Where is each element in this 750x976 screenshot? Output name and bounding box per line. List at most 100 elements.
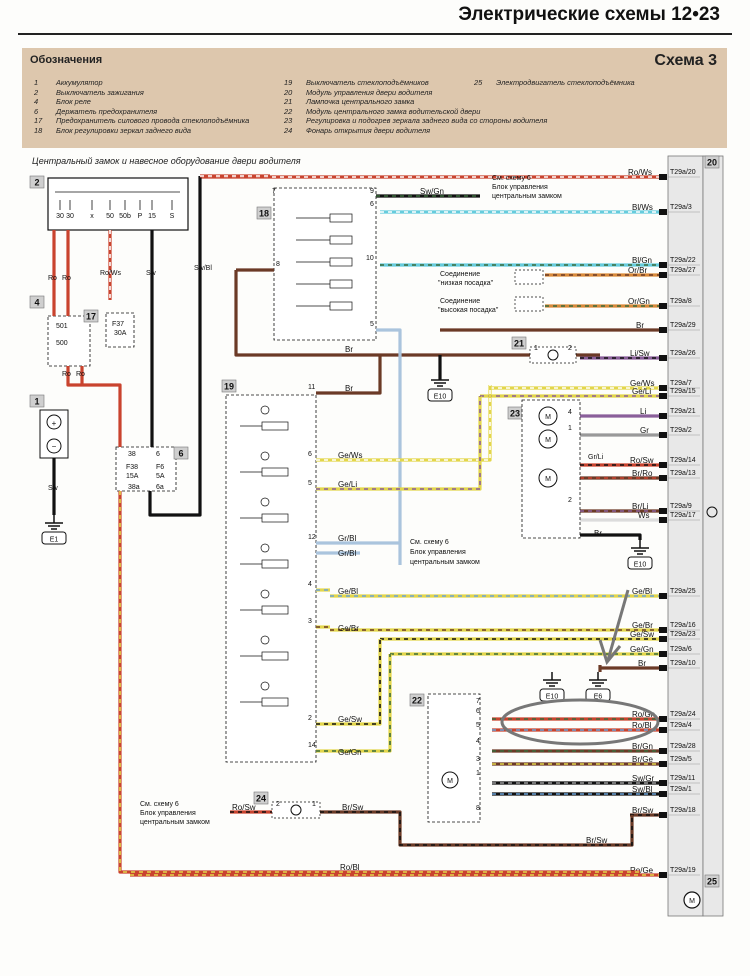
- legend-item-text: Электродвигатель стеклоподъёмника: [496, 78, 635, 87]
- connector-plug: [659, 665, 667, 671]
- mirror-contact: [329, 235, 353, 245]
- badge-20: [704, 155, 720, 169]
- pin-label: 4: [476, 738, 480, 745]
- wire-color-label: Ge/Ws: [630, 379, 654, 388]
- wire-label: Ge/Bl: [338, 587, 358, 596]
- connector-pin-label: T29a/14: [670, 457, 696, 464]
- wire-color-label: Sw/Bl: [632, 785, 653, 794]
- legend-item-number: 1: [34, 78, 39, 87]
- legend-item-text: Выключатель стеклоподъёмников: [306, 78, 429, 87]
- legend-item-text: Модуль центрального замка водительской д…: [306, 106, 481, 116]
- lamp-21-icon: [547, 349, 559, 361]
- connector-plug: [659, 780, 667, 786]
- pin-label: 1: [312, 801, 316, 808]
- wire-color-label: Ro/Gn: [632, 710, 655, 719]
- wire-color-label: Ro/Ge: [630, 866, 654, 875]
- badge-21: [511, 336, 527, 350]
- annotation-arrow-head: [598, 639, 622, 666]
- badge-17: [83, 309, 99, 323]
- wire-label: Ro: [48, 275, 57, 282]
- note-1-line2: Блок управления: [492, 184, 548, 191]
- connector-plug: [659, 209, 667, 215]
- badge-2: [29, 175, 45, 189]
- pin-label: 5: [370, 321, 374, 328]
- lamp-21-box: [529, 346, 577, 364]
- connector-plug: [659, 475, 667, 481]
- connector-pin-label: T29a/22: [670, 257, 696, 264]
- note-2-line2: Блок управления: [410, 549, 466, 556]
- pin-label: 12: [308, 534, 316, 541]
- connector-pin-label: T29a/8: [670, 298, 692, 305]
- diagram-subtitle: Центральный замок и навесное оборудовани…: [32, 156, 301, 166]
- wire-color-label: Ge/Li: [632, 387, 651, 396]
- note-3-line2: Блок управления: [140, 810, 196, 817]
- note-3-line3: центральным замком: [140, 819, 210, 826]
- connector-plug: [659, 327, 667, 333]
- connector-pin-label: T29a/3: [670, 204, 692, 211]
- pin-label: 6: [476, 708, 480, 715]
- window-switch-19: [225, 394, 317, 763]
- legend-item-text: Модуль управления двери водителя: [306, 87, 433, 97]
- pin-label: 4: [568, 409, 572, 416]
- badge-6: [173, 446, 189, 460]
- connector-pin-label: T29a/17: [670, 512, 696, 519]
- connector-pin-label: T29a/10: [670, 660, 696, 667]
- connector-plug: [659, 791, 667, 797]
- connector-plug: [659, 748, 667, 754]
- lamp-24-box: [271, 801, 321, 819]
- pin-label: 2: [568, 345, 572, 352]
- wire-label: Br: [345, 345, 353, 354]
- connector-pin-label: T29a/25: [670, 588, 696, 595]
- wire-geli-stripe: [316, 396, 481, 490]
- ignition-terminal-label: 15: [148, 213, 156, 220]
- switch-indicator-icon: [260, 405, 270, 415]
- connector-plug: [659, 413, 667, 419]
- legend-title: Обозначения: [30, 54, 103, 66]
- connector-pin-label: T29a/7: [670, 380, 692, 387]
- wire-label: Ge/Li: [338, 480, 357, 489]
- badge-23-label: 23: [510, 409, 520, 419]
- ground-e1-label: E1: [50, 537, 59, 544]
- legend-item-number: 23: [284, 116, 293, 126]
- badge-24: [253, 791, 269, 805]
- wire-label: Sw: [48, 485, 59, 492]
- legend-item-number: 17: [34, 116, 43, 126]
- wire-color-label: Ge/Sw: [630, 630, 654, 639]
- wire-ro-fuse38: [66, 366, 122, 447]
- battery-minus-glyph: −: [52, 442, 57, 451]
- connector-pin-label: T29a/9: [670, 503, 692, 510]
- connector-plug: [659, 812, 667, 818]
- switch-contact: [261, 559, 289, 569]
- badge-18-label: 18: [259, 209, 269, 219]
- wire-color-label: Ro/Sw: [630, 456, 654, 465]
- switch-contact: [261, 513, 289, 523]
- connector-plug: [659, 627, 667, 633]
- fuse-f6-label: F6: [156, 464, 164, 471]
- mirror-contact: [329, 213, 353, 223]
- legend-item-text: Фонарь открытия двери водителя: [306, 126, 431, 135]
- note-3-line1: См. схему 6: [140, 801, 179, 808]
- fuse-terminal-6a: 6a: [156, 484, 164, 491]
- switch-indicator-icon: [260, 497, 270, 507]
- wire-color-label: Br/Ge: [632, 755, 653, 764]
- wire-label: Sw/Bl: [194, 265, 212, 272]
- wire-color-label: Br/Sw: [632, 806, 654, 815]
- connector-plug: [659, 393, 667, 399]
- mirror-motor-1-icon: [538, 406, 558, 426]
- connector-plug: [659, 303, 667, 309]
- wire-label: Sw: [146, 270, 157, 277]
- ignition-terminal-label: 50b: [119, 213, 131, 220]
- fuse-terminal-38a: 38a: [128, 484, 140, 491]
- note-high-line2: "высокая посадка": [438, 307, 499, 314]
- pin-label: 6: [370, 201, 374, 208]
- wire-gews: [316, 385, 492, 462]
- ignition-terminal-label: S: [170, 213, 175, 220]
- legend-item-number: 24: [284, 126, 293, 135]
- legend-item-text: Держатель предохранителя: [56, 106, 158, 116]
- wire-color-label: Br: [636, 321, 644, 330]
- connector-plug: [659, 262, 667, 268]
- badge-19-label: 19: [224, 382, 234, 392]
